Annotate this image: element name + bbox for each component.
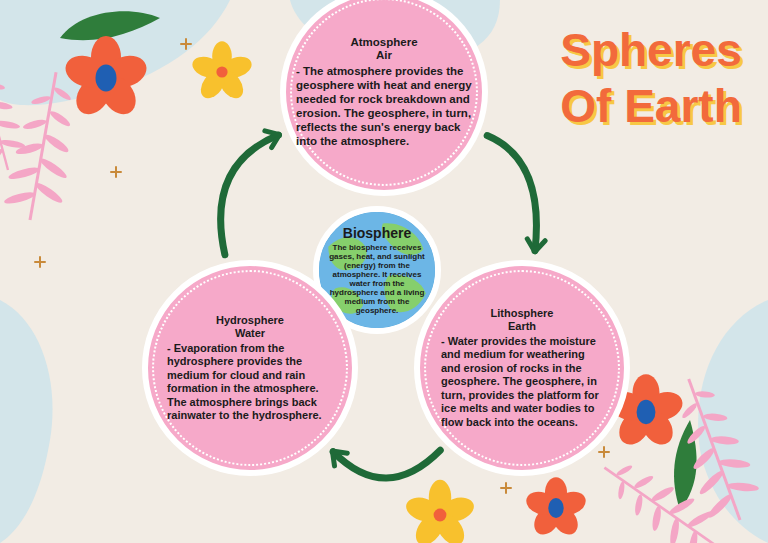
pink-fern bbox=[0, 48, 31, 176]
heading-text: Hydrosphere bbox=[167, 314, 333, 327]
yellow-flower bbox=[190, 41, 255, 102]
dotted-ring bbox=[152, 270, 348, 466]
blue-blob bbox=[0, 300, 53, 543]
yellow-flower bbox=[403, 480, 477, 543]
orange-flower bbox=[523, 477, 588, 539]
green-leaf bbox=[60, 11, 160, 40]
text-column: BiosphereThe biosphere receives gases, h… bbox=[328, 225, 426, 315]
heading-text: Atmosphere bbox=[296, 36, 472, 49]
cycle-arrow bbox=[333, 450, 440, 478]
sphere-circle: HydrosphereWater - Evaporation from the h… bbox=[142, 260, 358, 476]
diagram-title: Spheres Of Earth bbox=[540, 22, 762, 134]
sparkle bbox=[111, 167, 121, 177]
body-text: - The atmosphere provides the geosphere … bbox=[296, 64, 472, 148]
text-column: AtmosphereAir - The atmosphere provides t… bbox=[296, 36, 472, 148]
sparkle bbox=[501, 483, 511, 493]
sparkle bbox=[181, 39, 191, 49]
heading-text: Biosphere bbox=[328, 225, 426, 241]
text-holder: AtmosphereAir - The atmosphere provides t… bbox=[286, 0, 482, 190]
pink-fern bbox=[589, 445, 731, 543]
sparkle bbox=[35, 257, 45, 267]
text-column: HydrosphereWater - Evaporation from the h… bbox=[167, 314, 333, 423]
heading-text: Air bbox=[296, 49, 472, 62]
sparkle bbox=[599, 447, 609, 457]
body-text: - Water provides the moisture and medium… bbox=[441, 335, 603, 430]
sphere-circle: LithosphereEarth - Water provides the moi… bbox=[414, 260, 630, 476]
cycle-arrow bbox=[221, 135, 279, 255]
heading-text: Earth bbox=[441, 320, 603, 333]
body-text: - Evaporation from the hydrosphere provi… bbox=[167, 342, 333, 423]
text-column: LithosphereEarth - Water provides the moi… bbox=[441, 307, 603, 430]
heading-text: Water bbox=[167, 327, 333, 340]
orange-flower bbox=[61, 36, 150, 121]
body-text: The biosphere receives gases, heat, and … bbox=[328, 243, 426, 315]
text-holder: HydrosphereWater - Evaporation from the h… bbox=[148, 266, 352, 470]
text-holder: LithosphereEarth - Water provides the moi… bbox=[420, 266, 624, 470]
heading-text: Lithosphere bbox=[441, 307, 603, 320]
cycle-arrow bbox=[487, 136, 536, 251]
sphere-circle: AtmosphereAir - The atmosphere provides t… bbox=[280, 0, 488, 196]
blue-blob bbox=[698, 300, 768, 543]
